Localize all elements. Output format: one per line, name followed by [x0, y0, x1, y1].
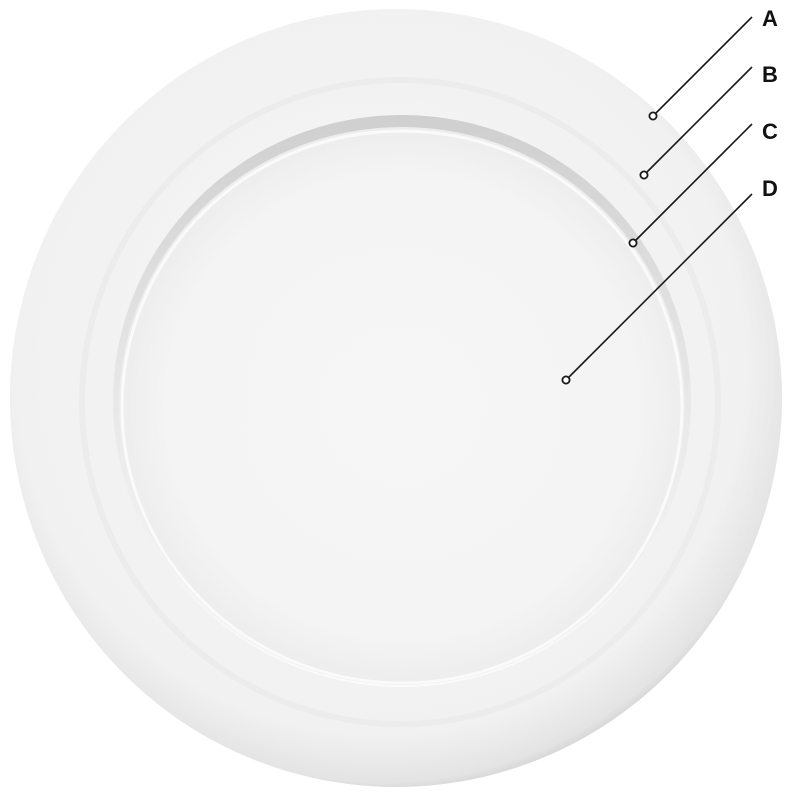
label-d: D [762, 176, 778, 201]
label-c: C [762, 119, 778, 144]
point-d-marker [562, 376, 569, 383]
label-a: A [762, 6, 778, 31]
leader-line-a [656, 17, 752, 113]
label-b: B [762, 62, 778, 87]
point-a-marker [649, 112, 656, 119]
point-c-marker [629, 239, 636, 246]
point-b-marker [640, 171, 647, 178]
